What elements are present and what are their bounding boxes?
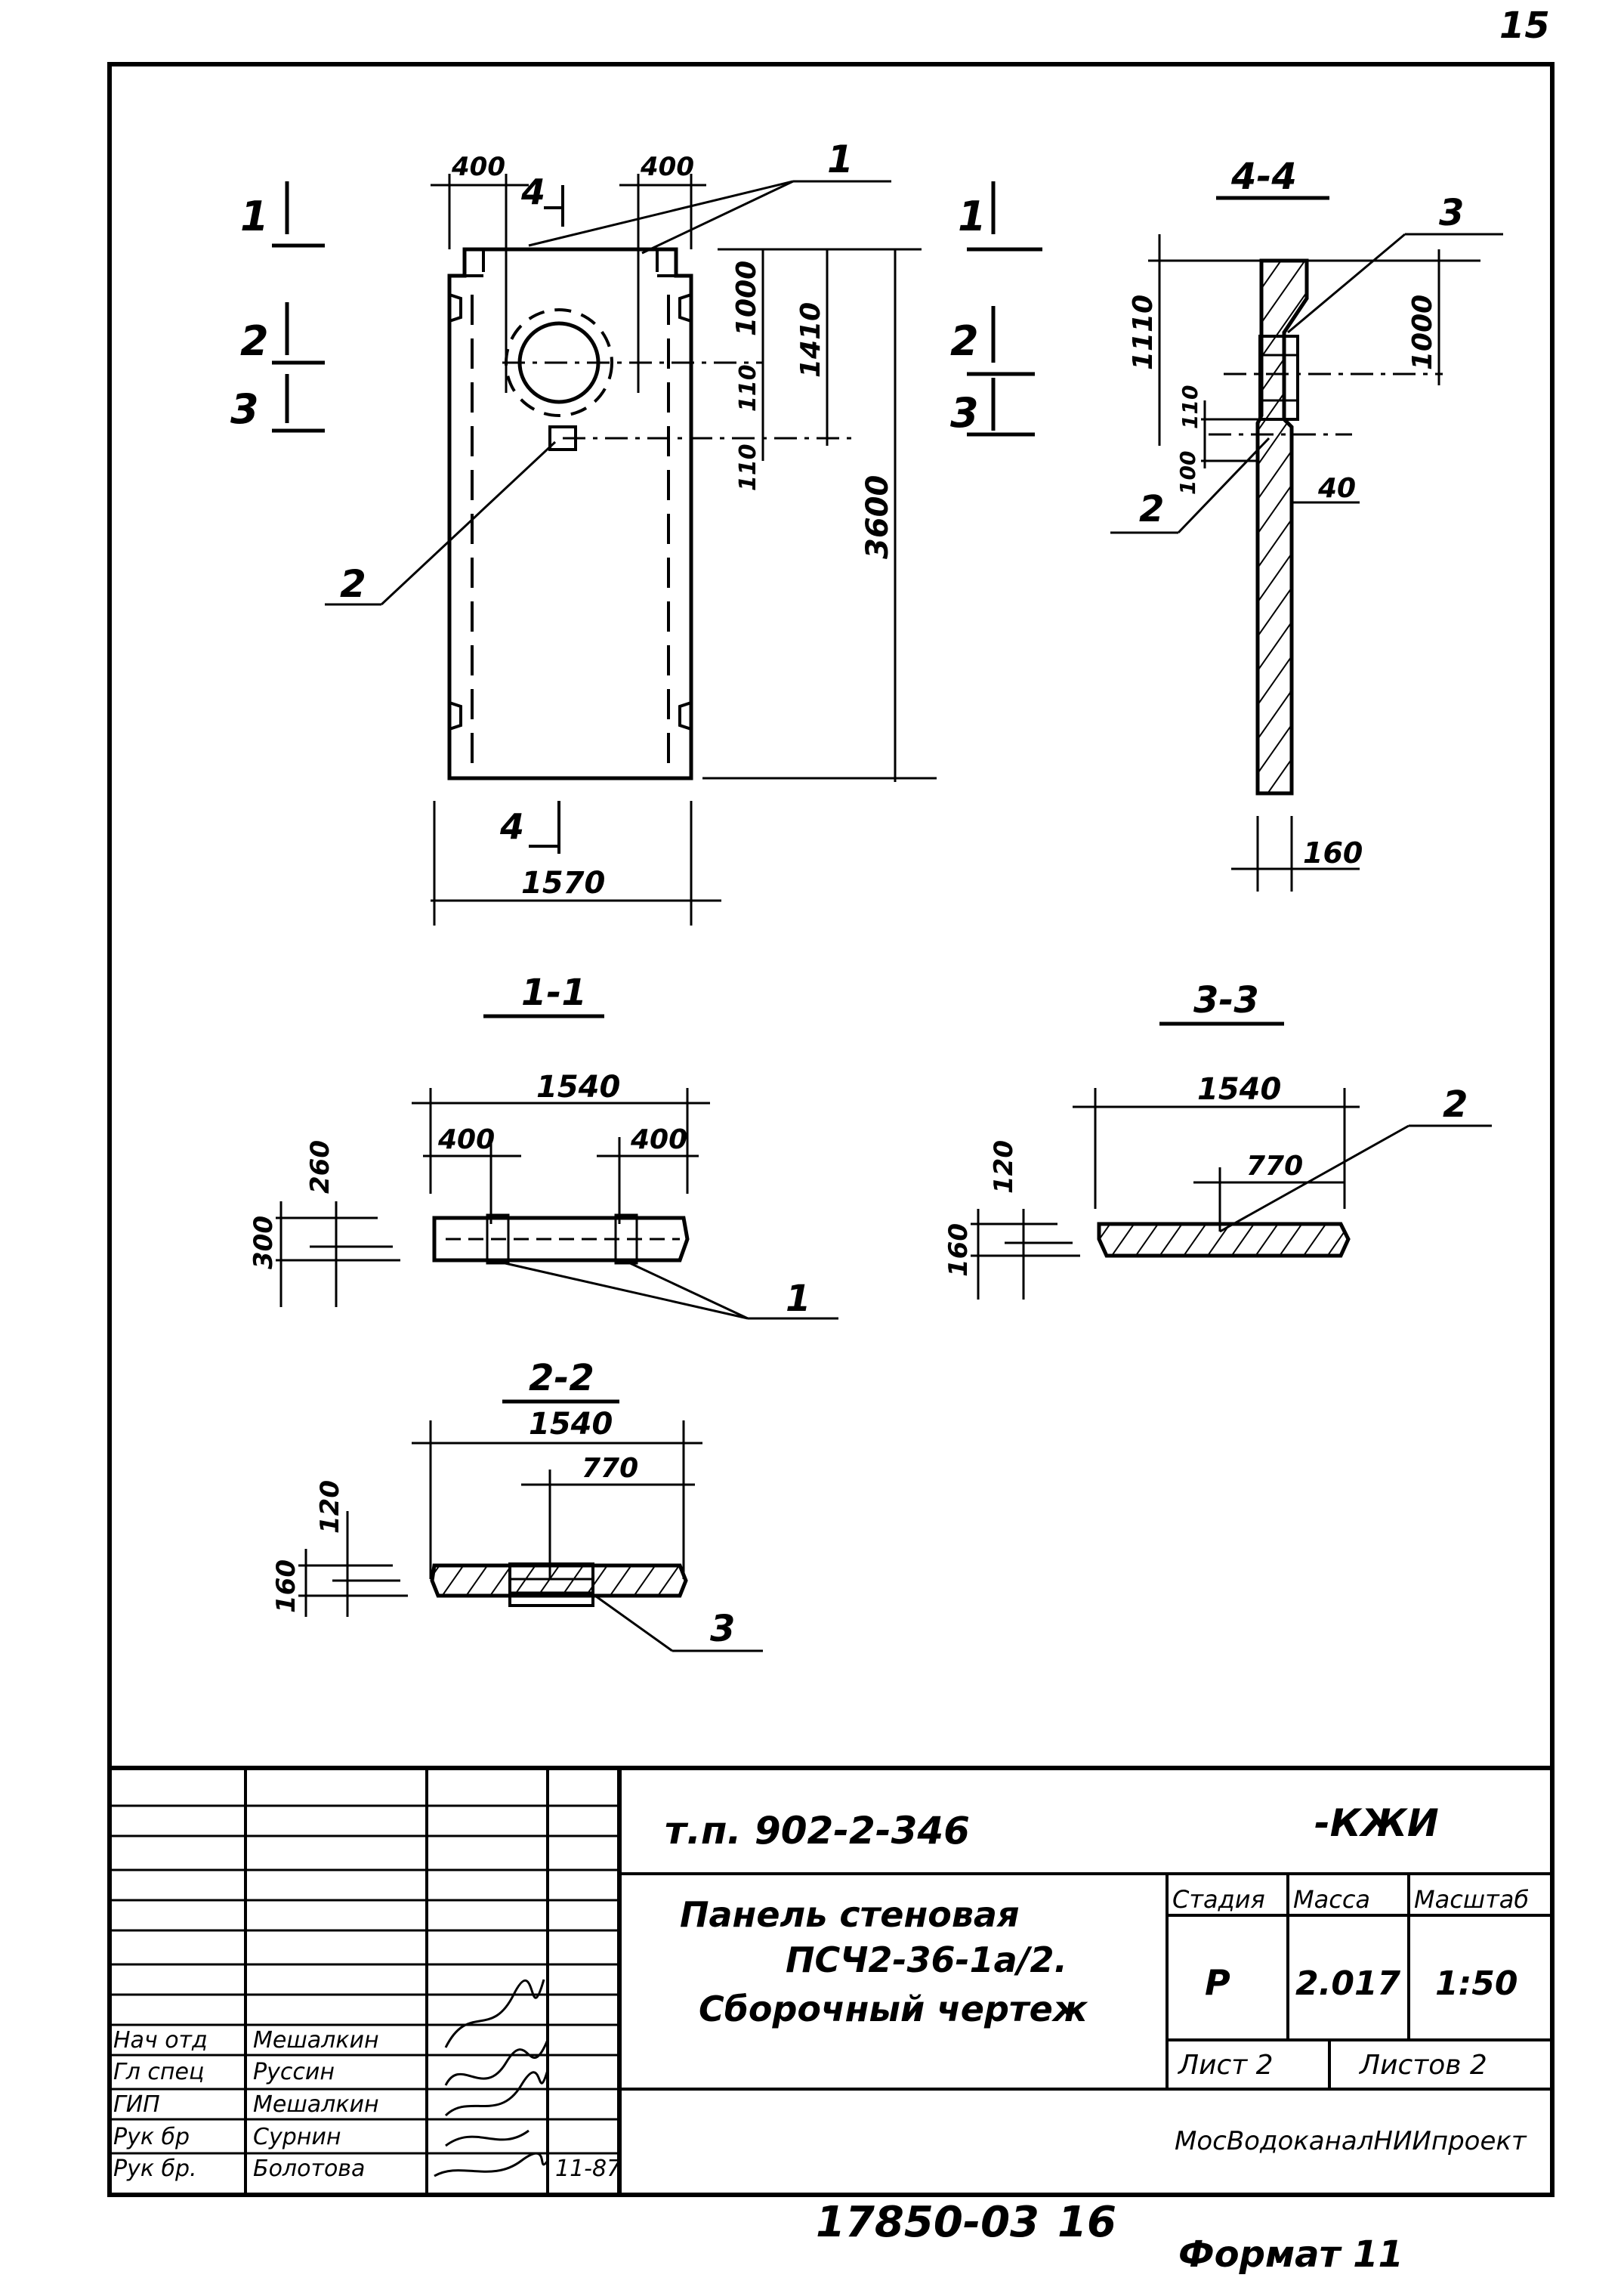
title-block: Нач отд Мешалкин Гл спец Руссин ГИП Меша… <box>110 1766 1552 2195</box>
svg-text:Гл спец: Гл спец <box>113 2059 204 2085</box>
signature-date: 11-87 <box>555 2156 621 2182</box>
svg-text:Нач отд: Нач отд <box>113 2027 208 2054</box>
dim-40-s44: 40 <box>1317 473 1356 504</box>
section-4-4-body <box>1255 258 1309 796</box>
dim-160-s44: 160 <box>1303 836 1363 870</box>
svg-text:1: 1 <box>958 193 986 240</box>
svg-text:Мешалкин: Мешалкин <box>253 2027 379 2054</box>
drawing-mark: -КЖИ <box>1314 1801 1439 1845</box>
dim-110-b: 110 <box>735 444 761 491</box>
s44-callout-2: 2 <box>1139 488 1164 530</box>
section-1-1: 1-1 1540 400 400 300 260 1 <box>249 972 838 1320</box>
header-stage: Стадия <box>1172 1885 1265 1914</box>
sheet-number: 15 <box>1499 5 1550 47</box>
dim-1540-s22: 1540 <box>529 1407 613 1442</box>
svg-text:Сурнин: Сурнин <box>253 2124 341 2150</box>
project-code: т.п. 902-2-346 <box>665 1809 970 1853</box>
value-mass: 2.017 <box>1295 1964 1401 2003</box>
header-mass: Масса <box>1293 1885 1370 1914</box>
drawing-frame <box>107 62 1555 2197</box>
dim-120-s22: 120 <box>315 1480 345 1534</box>
cut-markers-right: 1 2 3 <box>950 181 1042 437</box>
drawing-name-line3: Сборочный чертеж <box>699 1989 1088 2029</box>
plan-callout-2: 2 <box>340 562 366 606</box>
dim-160-s33: 160 <box>943 1223 974 1277</box>
dim-110-a: 110 <box>735 364 761 412</box>
drawing-name-line2: ПСЧ2-36-1а/2. <box>786 1939 1067 1980</box>
s22-callout-3: 3 <box>710 1608 735 1650</box>
cut-markers-left: 1 2 3 <box>230 181 325 433</box>
svg-text:ГИП: ГИП <box>113 2091 160 2118</box>
header-scale: Масштаб <box>1414 1885 1529 1914</box>
dim-100-s44: 100 <box>1175 451 1200 495</box>
svg-text:Рук бр.: Рук бр. <box>113 2156 197 2182</box>
dim-1110: 1110 <box>1128 295 1159 370</box>
section-4-4-title: 4-4 <box>1230 156 1297 198</box>
s33-callout-2: 2 <box>1443 1083 1468 1126</box>
svg-text:Мешалкин: Мешалкин <box>253 2091 379 2118</box>
dim-top-right: 400 <box>640 152 694 182</box>
dim-260-s11: 260 <box>305 1140 335 1194</box>
section-3-3: 3-3 1540 770 160 120 2 <box>943 979 1492 1300</box>
dim-1570: 1570 <box>521 866 605 901</box>
section-2-2: 2-2 1540 770 160 120 3 <box>271 1357 763 1652</box>
svg-text:3: 3 <box>950 389 979 437</box>
signature-marks <box>434 1979 549 2177</box>
dim-1540-s11: 1540 <box>536 1070 620 1105</box>
archive-number: 17850-03 <box>816 2198 1039 2247</box>
value-scale: 1:50 <box>1435 1964 1517 2003</box>
dim-770-s22: 770 <box>582 1453 638 1484</box>
plan-callout-1: 1 <box>827 138 854 181</box>
dim-110-s44: 110 <box>1178 385 1203 429</box>
organization: МосВодоканалНИИпроект <box>1175 2126 1527 2156</box>
dim-3600: 3600 <box>860 475 895 559</box>
section-3-3-body <box>1097 1222 1351 1258</box>
plan-cut-4-bottom: 4 <box>499 806 524 847</box>
dim-1410: 1410 <box>795 302 826 378</box>
archive-page: 16 <box>1057 2198 1116 2247</box>
dim-160-s22: 160 <box>271 1559 301 1613</box>
value-stage: Р <box>1205 1962 1230 2003</box>
svg-text:Болотова: Болотова <box>253 2156 365 2182</box>
s11-callout-1: 1 <box>786 1278 810 1320</box>
section-4-4: 4-4 1110 1000 110 100 40 160 3 <box>1110 156 1503 892</box>
section-2-2-body <box>430 1563 688 1598</box>
svg-text:2: 2 <box>950 317 979 365</box>
signature-rows: Нач отд Мешалкин Гл спец Руссин ГИП Меша… <box>113 2027 621 2182</box>
dim-120-s33: 120 <box>989 1140 1019 1194</box>
dim-1000: 1000 <box>731 261 762 336</box>
format-label: Формат 11 <box>1178 2233 1403 2276</box>
svg-text:2: 2 <box>240 317 269 365</box>
section-1-1-title: 1-1 <box>521 972 587 1014</box>
dim-400-right-s11: 400 <box>630 1124 687 1155</box>
s44-callout-3: 3 <box>1439 192 1464 234</box>
svg-text:3: 3 <box>230 385 259 433</box>
svg-text:1: 1 <box>240 193 269 240</box>
svg-text:Рук бр: Рук бр <box>113 2124 190 2150</box>
sheet-label: Лист 2 <box>1177 2050 1274 2081</box>
svg-text:Руссин: Руссин <box>253 2059 335 2085</box>
dim-1540-s33: 1540 <box>1197 1072 1281 1107</box>
dim-1000-s44: 1000 <box>1407 295 1438 370</box>
dim-400-left-s11: 400 <box>437 1124 495 1155</box>
dim-300-s11: 300 <box>249 1216 279 1269</box>
section-3-3-title: 3-3 <box>1193 979 1259 1021</box>
dim-top-left: 400 <box>451 152 505 182</box>
section-2-2-title: 2-2 <box>529 1357 594 1399</box>
plan-view: 400 400 1 4 1 2 3 1 2 <box>230 138 1042 926</box>
plan-cut-4-top: 4 <box>520 172 545 212</box>
drawing-name-line1: Панель стеновая <box>680 1894 1020 1935</box>
sheets-label: Листов 2 <box>1358 2050 1487 2081</box>
dim-770-s33: 770 <box>1246 1151 1303 1182</box>
